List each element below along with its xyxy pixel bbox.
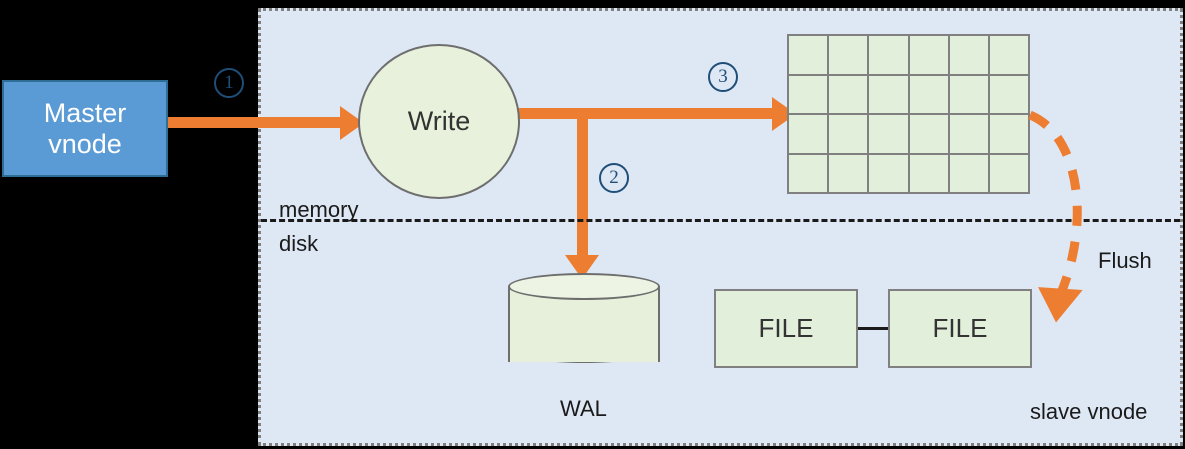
memory-grid-cell xyxy=(789,115,828,153)
flush-arrow-head xyxy=(1038,287,1083,323)
wal-cylinder-top xyxy=(508,273,660,300)
file-box-1-label: FILE xyxy=(758,313,814,343)
step-number-3: 3 xyxy=(708,62,738,92)
memory-grid-cell xyxy=(989,36,1028,74)
memory-grid-cell xyxy=(829,115,868,153)
flush-label: Flush xyxy=(1098,248,1152,273)
memory-grid-cell xyxy=(869,75,908,113)
file-connector-line xyxy=(858,327,888,330)
flush-arrow xyxy=(1028,110,1083,323)
memory-grid-cell xyxy=(909,115,948,153)
memory-grid-cell xyxy=(869,115,908,153)
master-vnode-label-line1: Master xyxy=(43,98,127,129)
memory-grid-cell xyxy=(829,36,868,74)
write-node-label: Write xyxy=(407,106,471,136)
memory-grid-cell xyxy=(949,75,988,113)
wal-cylinder[interactable] xyxy=(508,273,660,375)
step-number-1: 1 xyxy=(214,68,244,98)
memory-disk-divider xyxy=(261,219,1180,222)
memory-grid-cell xyxy=(909,75,948,113)
memory-grid-cell xyxy=(949,154,988,192)
memory-grid-cell xyxy=(949,36,988,74)
write-node[interactable]: Write xyxy=(358,44,520,199)
file-box-2[interactable]: FILE xyxy=(888,289,1032,368)
memory-grid-cell xyxy=(869,36,908,74)
memory-grid-cell xyxy=(869,154,908,192)
memory-label: memory xyxy=(279,197,359,222)
memory-grid-cell xyxy=(989,115,1028,153)
disk-label: disk xyxy=(279,231,319,256)
arrow-write-to-memory-shaft xyxy=(517,108,779,119)
memory-grid-cell xyxy=(989,75,1028,113)
memory-grid-cell xyxy=(789,75,828,113)
memory-grid-cell xyxy=(789,154,828,192)
step-2-label: 2 xyxy=(609,167,619,188)
memory-grid xyxy=(787,34,1030,194)
arrow-master-to-write-shaft xyxy=(168,117,346,128)
wal-label: WAL xyxy=(560,396,607,421)
step-1-label: 1 xyxy=(224,72,234,93)
master-vnode-label-line2: vnode xyxy=(48,128,122,159)
file-box-1[interactable]: FILE xyxy=(714,289,858,368)
step-3-label: 3 xyxy=(718,66,728,87)
slave-vnode-label: slave vnode xyxy=(1030,399,1148,424)
arrow-write-to-wal-shaft xyxy=(577,113,588,261)
flush-arrow-curve xyxy=(1028,110,1082,302)
memory-grid-cell xyxy=(789,36,828,74)
memory-grid-cell xyxy=(829,75,868,113)
memory-grid-cell xyxy=(909,154,948,192)
memory-grid-cell xyxy=(909,36,948,74)
memory-grid-cell xyxy=(989,154,1028,192)
master-vnode-box[interactable]: Master vnode xyxy=(2,80,168,177)
step-number-2: 2 xyxy=(599,163,629,193)
memory-grid-cell xyxy=(949,115,988,153)
file-box-2-label: FILE xyxy=(932,313,988,343)
memory-grid-cell xyxy=(829,154,868,192)
